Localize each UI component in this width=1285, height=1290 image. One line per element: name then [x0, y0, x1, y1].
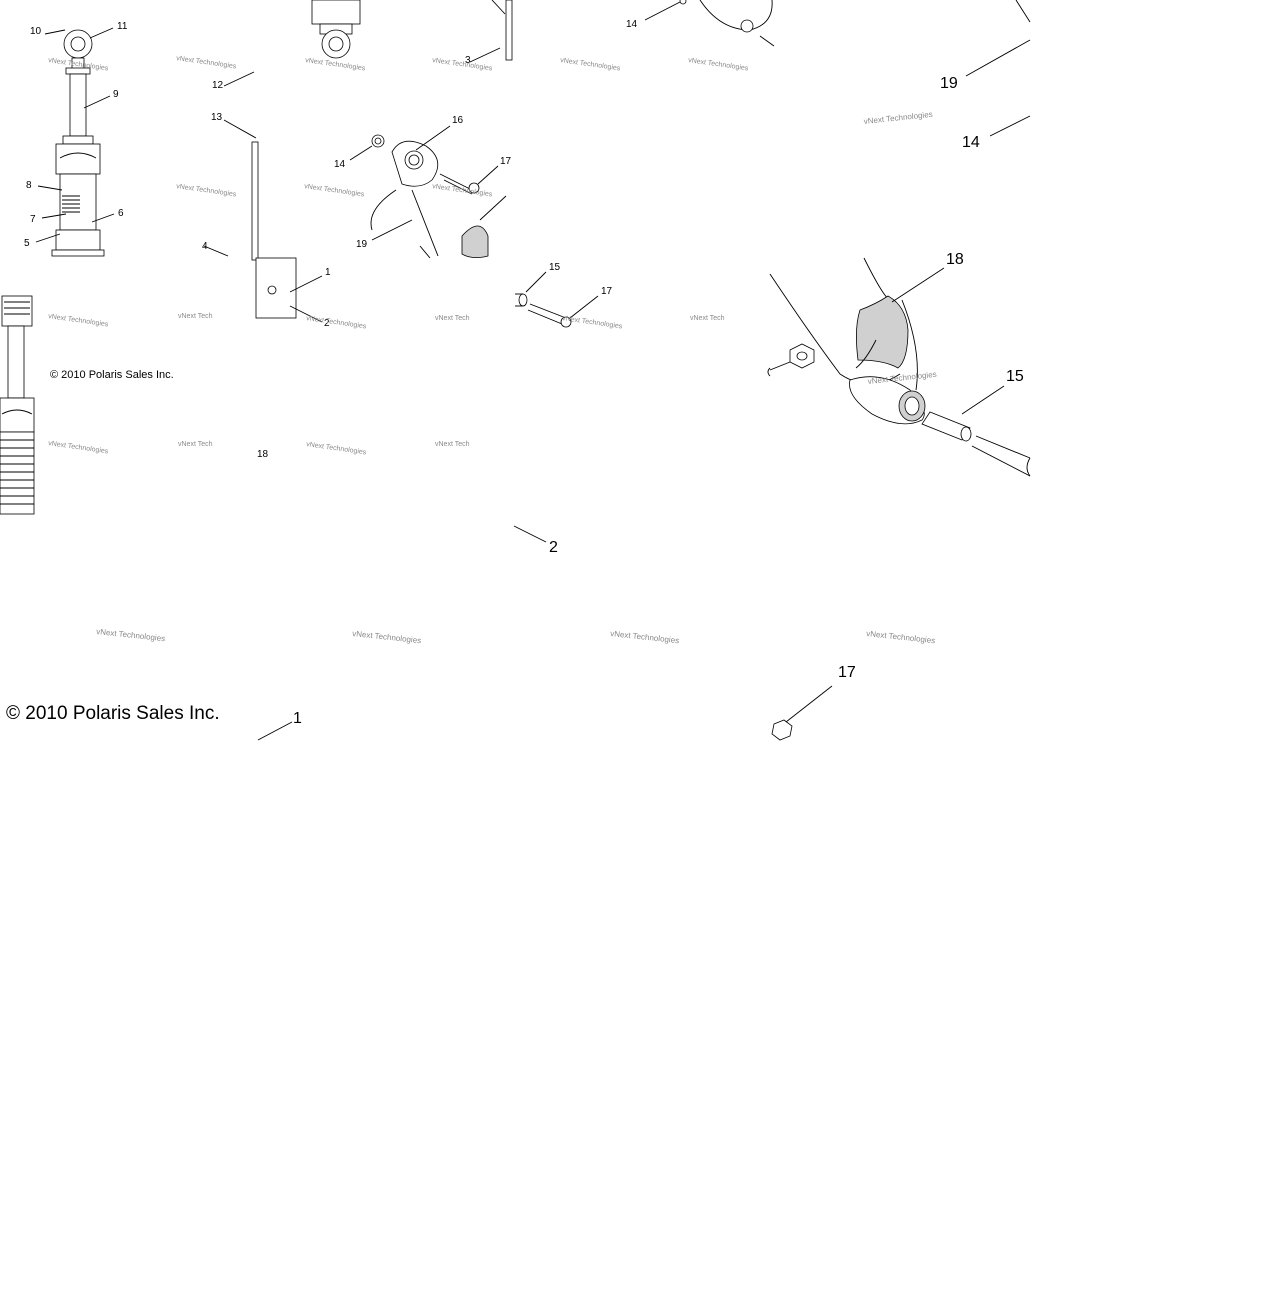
callout-2: 2: [549, 539, 558, 556]
callout-2: 2: [324, 318, 330, 329]
watermark: vNext Technologies: [867, 370, 937, 386]
watermark: vNext Technologies: [306, 315, 367, 330]
watermark: vNext Technologies: [863, 110, 933, 126]
shock-mount-small: 14 16 17 19: [334, 115, 512, 259]
callout-1: 1: [293, 710, 302, 727]
shock-body-center: 3: [311, 0, 513, 66]
callout-17: 17: [838, 664, 856, 681]
watermark: vNext Tech: [178, 441, 213, 448]
bushing-bolt-small: 15 17: [515, 262, 613, 328]
callout-18: 18: [946, 251, 964, 268]
callout-13: 13: [211, 112, 223, 123]
copyright-large: © 2010 Polaris Sales Inc.: [6, 703, 220, 724]
reservoir: 12 13 4 1 2 18: [202, 71, 331, 460]
watermark: vNext Tech: [178, 313, 213, 320]
shock-absorber-small: 10 11 9 8 7 6 5: [24, 21, 128, 257]
callout-4: 4: [202, 241, 208, 252]
watermark: vNext Technologies: [562, 315, 623, 330]
callout-11: 11: [117, 21, 128, 32]
callout-1: 1: [325, 267, 331, 278]
callout-14: 14: [962, 134, 980, 151]
callout-7: 7: [30, 214, 36, 225]
watermark: vNext Technologies: [560, 57, 621, 72]
callout-14: 14: [626, 19, 638, 30]
callout-17: 17: [601, 286, 613, 297]
watermark: vNext Tech: [435, 441, 470, 448]
callout-15: 15: [1006, 368, 1024, 385]
watermark: vNext Technologies: [305, 57, 366, 72]
callout-17: 17: [500, 156, 512, 167]
callout-3: 3: [465, 55, 471, 66]
watermark: vNext Technologies: [352, 629, 422, 645]
callout-6: 6: [118, 208, 124, 219]
watermark: vNext Technologies: [432, 57, 493, 72]
copyright-small: © 2010 Polaris Sales Inc.: [50, 369, 174, 381]
watermark: vNext Tech: [435, 315, 470, 322]
watermark: vNext Technologies: [610, 629, 680, 645]
watermark: vNext Technologies: [176, 183, 237, 198]
callout-9: 9: [113, 89, 119, 100]
shock-mount-detail: 19 14 18 15 2 1 17: [257, 0, 1031, 741]
shock-fragment-top: 14: [626, 0, 775, 47]
callout-14: 14: [334, 159, 346, 170]
callout-16: 16: [452, 115, 464, 126]
watermark: vNext Technologies: [96, 627, 166, 643]
callout-19: 19: [940, 75, 958, 92]
watermark: vNext Technologies: [48, 313, 109, 328]
callout-10: 10: [30, 26, 42, 37]
callout-5: 5: [24, 238, 30, 249]
callout-18: 18: [257, 449, 269, 460]
watermark: vNext Technologies: [866, 629, 936, 645]
spring-coil-small: [62, 195, 80, 213]
watermark: vNext Technologies: [176, 55, 237, 70]
shock-absorber-cropped: [0, 295, 35, 515]
watermark: vNext Tech: [690, 315, 725, 322]
callout-19: 19: [356, 239, 368, 250]
watermark: vNext Technologies: [48, 440, 109, 455]
watermark: vNext Technologies: [306, 441, 367, 456]
watermark: vNext Technologies: [688, 57, 749, 72]
callout-15: 15: [549, 262, 561, 273]
watermark: vNext Technologies: [304, 183, 365, 198]
callout-8: 8: [26, 180, 32, 191]
callout-12: 12: [212, 80, 224, 91]
